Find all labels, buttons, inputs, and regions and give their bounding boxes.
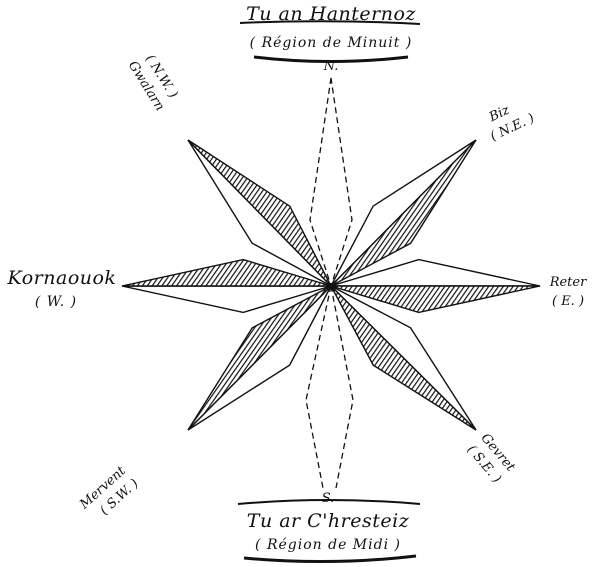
northeast-arm-shaded: [330, 139, 477, 287]
southwest-arm-shaded: [187, 285, 332, 431]
north-title: Tu an Hanternoz: [246, 3, 416, 25]
south-letter: S.: [322, 491, 335, 506]
northwest-arm-shaded: [187, 139, 332, 287]
north-region: ( Région de Minuit ): [250, 35, 413, 51]
southeast-arm-shaded: [330, 285, 477, 431]
compass-star: [121, 139, 541, 431]
north-region-underline: [253, 55, 409, 63]
south-title: Tu ar C'hresteiz: [247, 510, 410, 532]
west-arm-shaded: [121, 258, 332, 287]
east-abbr: ( E. ): [552, 294, 584, 309]
north-letter: N.: [323, 59, 339, 74]
east-name: Reter: [549, 275, 587, 290]
south-region: ( Région de Midi ): [255, 537, 401, 553]
south-title-overline: [237, 499, 421, 505]
east-arm-shaded: [330, 285, 541, 314]
north-title-underline: [239, 20, 421, 25]
west-name: Kornaouok: [7, 267, 117, 289]
west-abbr: ( W. ): [35, 294, 77, 310]
compass-center: [328, 283, 334, 289]
south-region-underline: [243, 554, 417, 564]
